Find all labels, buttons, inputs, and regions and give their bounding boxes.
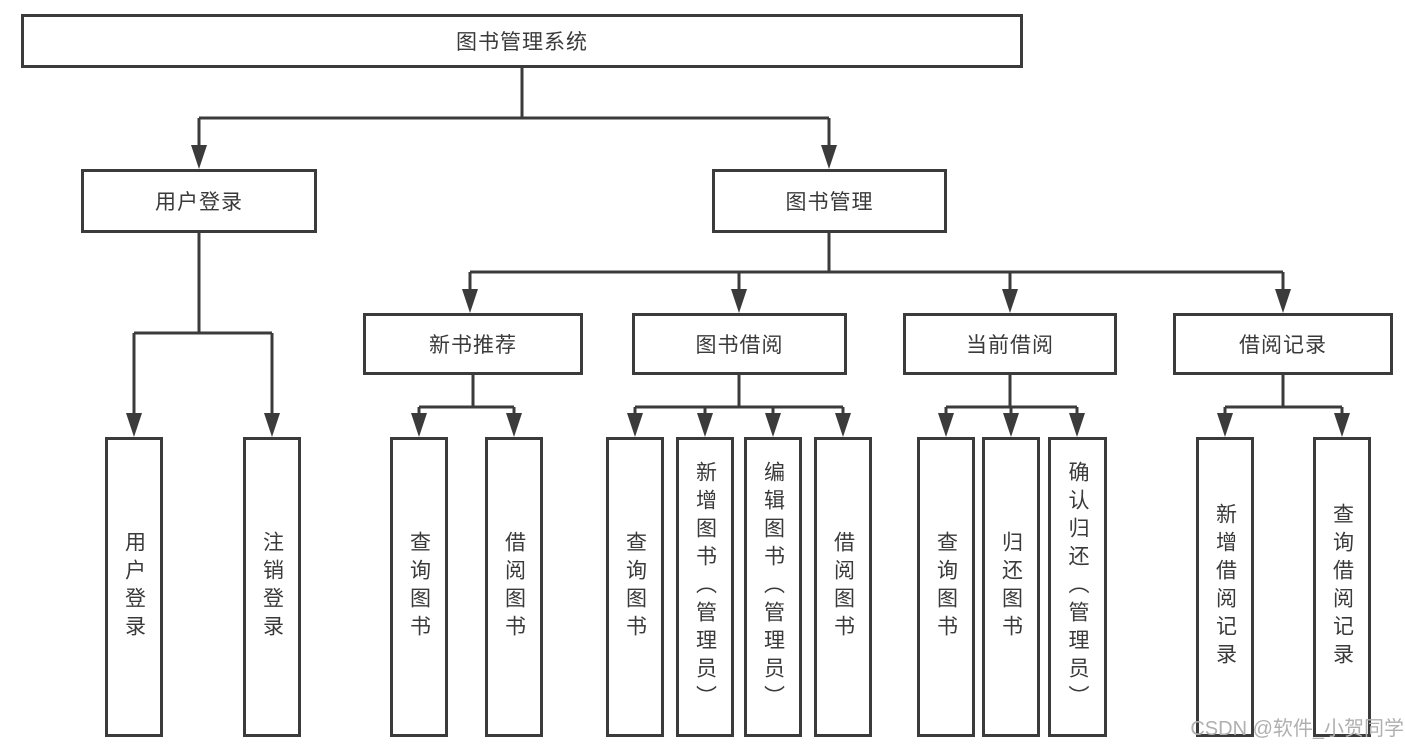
node-current-borrow-label: 当前借阅 bbox=[966, 334, 1054, 357]
connector-bookborrow-to-leaves bbox=[627, 375, 851, 437]
arrowhead-icon bbox=[1003, 413, 1019, 437]
arrowhead-icon bbox=[821, 145, 837, 169]
arrowhead-icon bbox=[1069, 413, 1085, 437]
arrowhead-icon bbox=[1334, 413, 1350, 437]
node-book-borrow-label: 图书借阅 bbox=[695, 334, 784, 357]
leaf-return-books-label: 归还图书 bbox=[999, 531, 1023, 643]
arrowhead-icon bbox=[731, 289, 747, 313]
leaf-add-borrow-record-label: 新增借阅记录 bbox=[1213, 503, 1237, 671]
arrowhead-icon bbox=[938, 413, 954, 437]
leaf-confirm-return-admin: 确认归还（管理员） bbox=[1048, 437, 1107, 737]
leaf-logout: 注销登录 bbox=[243, 437, 301, 737]
leaf-confirm-return-admin-label: 确认归还（管理员） bbox=[1066, 461, 1089, 713]
leaf-newbook-borrow-books: 借阅图书 bbox=[485, 437, 543, 737]
node-user-login-label: 用户登录 bbox=[155, 191, 243, 214]
arrowhead-icon bbox=[506, 413, 522, 437]
connector-root-to-level2 bbox=[191, 68, 837, 169]
connector-newbook-to-leaves bbox=[411, 375, 522, 437]
watermark: CSDN @软件_小贺同学 bbox=[1190, 718, 1404, 740]
leaf-user-login-label: 用户登录 bbox=[122, 531, 146, 643]
connector-userlogin-to-leaves bbox=[126, 233, 280, 437]
arrowhead-icon bbox=[627, 413, 643, 437]
node-borrow-records: 借阅记录 bbox=[1173, 313, 1393, 375]
arrowhead-icon bbox=[1217, 413, 1233, 437]
arrowhead-icon bbox=[126, 413, 142, 437]
leaf-logout-label: 注销登录 bbox=[260, 531, 284, 643]
leaf-current-query-books-label: 查询图书 bbox=[934, 531, 958, 643]
arrowhead-icon bbox=[462, 289, 478, 313]
arrowhead-icon bbox=[835, 413, 851, 437]
arrowhead-icon bbox=[1002, 289, 1018, 313]
node-new-book-recommend: 新书推荐 bbox=[363, 313, 583, 375]
leaf-edit-books-admin-label: 编辑图书（管理员） bbox=[761, 461, 785, 713]
connector-currentborrow-to-leaves bbox=[938, 375, 1085, 437]
arrowhead-icon bbox=[191, 145, 207, 169]
node-root: 图书管理系统 bbox=[21, 14, 1023, 68]
arrowhead-icon bbox=[697, 413, 713, 437]
leaf-query-borrow-record: 查询借阅记录 bbox=[1313, 437, 1371, 737]
leaf-current-query-books: 查询图书 bbox=[917, 437, 975, 737]
node-new-book-recommend-label: 新书推荐 bbox=[429, 334, 517, 357]
leaf-return-books: 归还图书 bbox=[982, 437, 1040, 737]
node-borrow-records-label: 借阅记录 bbox=[1239, 334, 1327, 357]
leaf-newbook-query-books-label: 查询图书 bbox=[407, 531, 431, 643]
arrowhead-icon bbox=[264, 413, 280, 437]
leaf-user-login: 用户登录 bbox=[105, 437, 163, 737]
leaf-borrow-query-books-label: 查询图书 bbox=[623, 531, 647, 643]
arrowhead-icon bbox=[765, 413, 781, 437]
arrowhead-icon bbox=[1275, 289, 1291, 313]
node-user-login: 用户登录 bbox=[81, 169, 317, 233]
leaf-query-borrow-record-label: 查询借阅记录 bbox=[1330, 503, 1354, 671]
leaf-newbook-query-books: 查询图书 bbox=[390, 437, 448, 737]
connector-records-to-leaves bbox=[1217, 375, 1350, 437]
leaf-edit-books-admin: 编辑图书（管理员） bbox=[744, 437, 802, 737]
leaf-borrow-query-books: 查询图书 bbox=[606, 437, 664, 737]
leaf-borrow-books-label: 借阅图书 bbox=[831, 531, 855, 643]
leaf-add-borrow-record: 新增借阅记录 bbox=[1196, 437, 1254, 737]
node-book-borrow: 图书借阅 bbox=[632, 313, 847, 375]
leaf-newbook-borrow-books-label: 借阅图书 bbox=[502, 531, 526, 643]
leaf-borrow-books: 借阅图书 bbox=[814, 437, 872, 737]
leaf-add-books-admin-label: 新增图书（管理员） bbox=[693, 461, 717, 713]
node-book-management: 图书管理 bbox=[712, 169, 947, 233]
node-root-label: 图书管理系统 bbox=[456, 31, 588, 54]
leaf-add-books-admin: 新增图书（管理员） bbox=[676, 437, 734, 737]
node-book-management-label: 图书管理 bbox=[785, 191, 874, 214]
arrowhead-icon bbox=[411, 413, 427, 437]
connector-bookmgmt-to-level3 bbox=[462, 233, 1291, 313]
node-current-borrow: 当前借阅 bbox=[903, 313, 1117, 375]
